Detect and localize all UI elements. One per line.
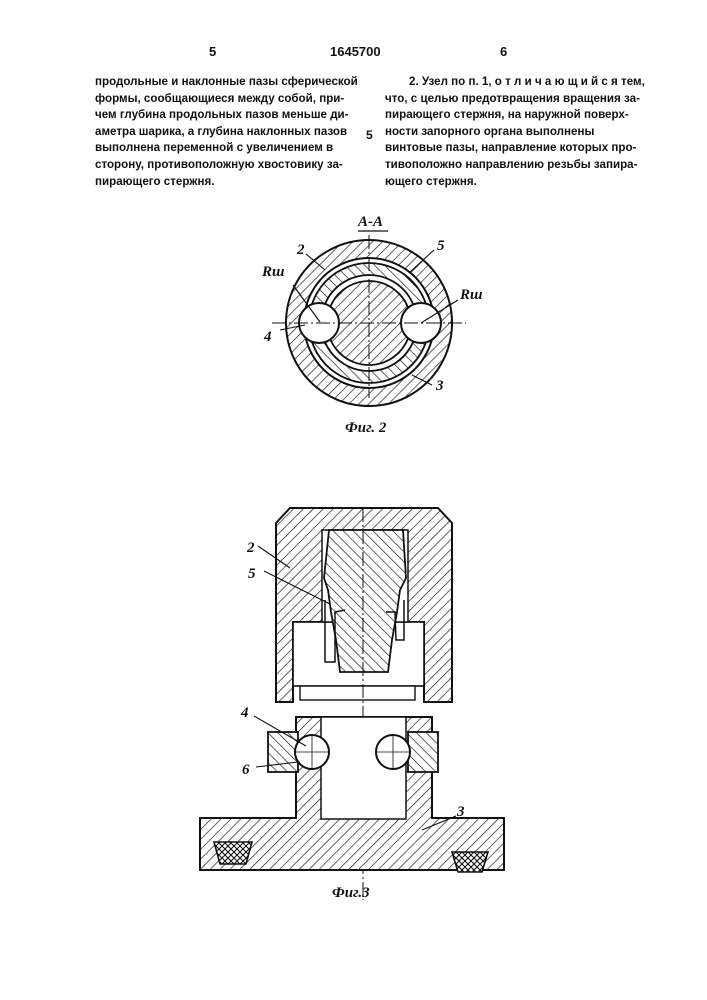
ring-left: [268, 732, 298, 772]
figure-2-caption: Фиг. 2: [345, 420, 387, 436]
seal-left: [214, 842, 252, 864]
label-6: 6: [242, 762, 250, 778]
label-4: 4: [263, 329, 272, 345]
figure-3: 2 5 4 6 3 Фиг.3: [200, 508, 504, 901]
label-5: 5: [437, 238, 445, 254]
label-3: 3: [456, 804, 465, 820]
label-2: 2: [246, 540, 255, 556]
label-r-left: Rш: [261, 264, 285, 280]
label-3: 3: [435, 378, 444, 394]
section-label: А-А: [357, 214, 383, 230]
seal-right: [452, 852, 488, 872]
label-5: 5: [248, 566, 256, 582]
label-4: 4: [240, 705, 249, 721]
label-r-right: Rш: [459, 287, 483, 303]
figure-2: А-А 2 5 Rш Rш 4 3 Фиг. 2: [261, 214, 483, 436]
figure-3-caption: Фиг.3: [332, 885, 370, 901]
label-2: 2: [296, 242, 305, 258]
ring-right: [408, 732, 438, 772]
